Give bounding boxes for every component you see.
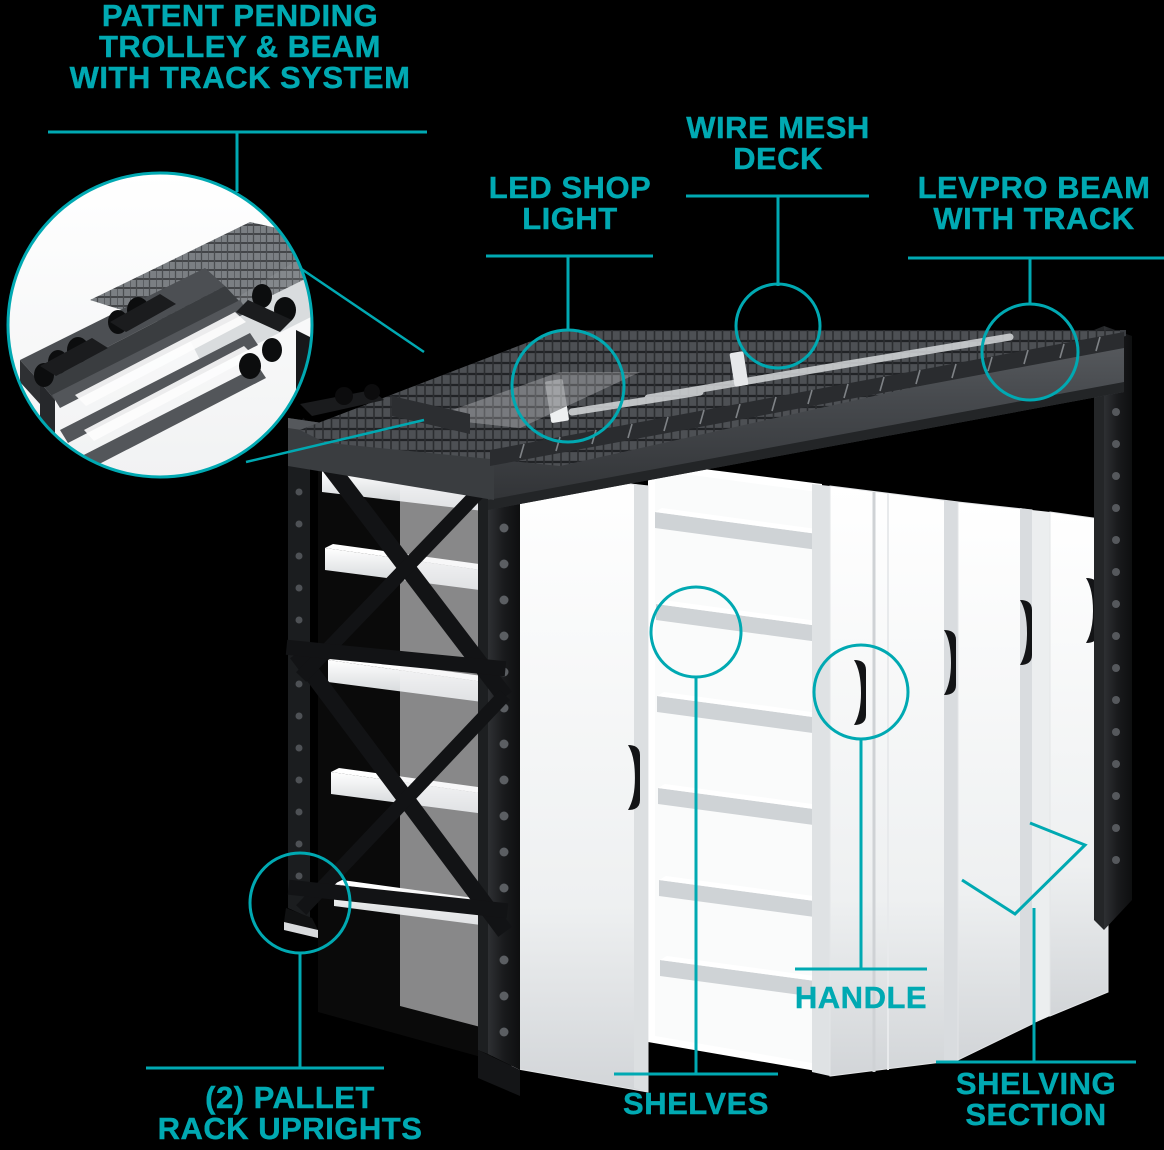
span-bracket-shelving [961, 821, 1088, 916]
callout-label-patent-trolley: PATENT PENDING TROLLEY & BEAM WITH TRACK… [69, 0, 411, 95]
callout-label-levpro-beam: LEVPRO BEAM WITH TRACK [917, 170, 1151, 236]
inset-connector-bottom [245, 418, 425, 464]
callout-label-wire-mesh-deck: WIRE MESH DECK [686, 110, 870, 176]
shelves-group [655, 508, 829, 998]
circle-led [510, 328, 626, 444]
callout-label-handle: HANDLE [794, 980, 928, 1015]
callout-label-led-shop-light: LED SHOP LIGHT [488, 170, 652, 236]
circle-mesh [734, 282, 822, 370]
circle-uprights [248, 851, 352, 955]
callout-label-pallet-rack-uprights: (2) PALLET RACK UPRIGHTS [157, 1080, 423, 1146]
callout-label-shelves: SHELVES [623, 1086, 769, 1121]
wire-mesh-deck [300, 330, 1126, 466]
circle-levpro [980, 302, 1080, 402]
inset-connector-top [299, 266, 425, 354]
trolley-beam-connector [300, 384, 470, 434]
pallet-rack-upright-right [1094, 326, 1132, 930]
circle-shelves [649, 585, 743, 679]
callout-label-shelving-section: SHELVING SECTION [955, 1066, 1117, 1132]
circle-handle [812, 643, 910, 741]
